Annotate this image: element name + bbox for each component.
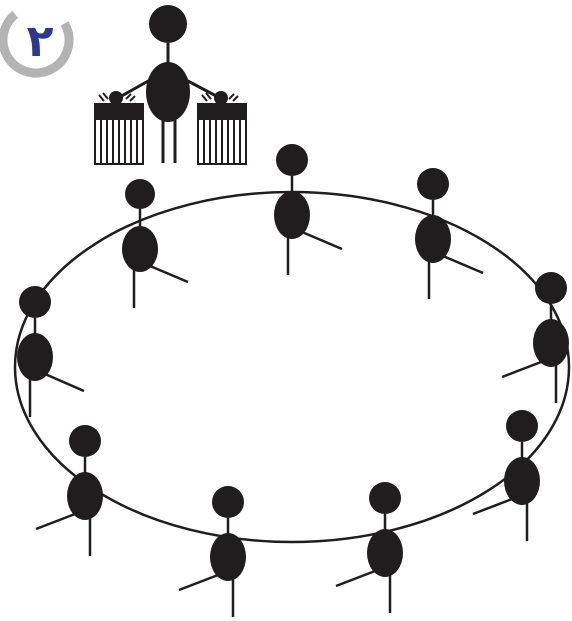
leader-hand xyxy=(214,91,228,105)
participant xyxy=(17,286,85,417)
leader-head xyxy=(149,5,187,43)
participant xyxy=(335,482,403,613)
participant xyxy=(35,425,103,556)
participant xyxy=(501,272,569,403)
participants xyxy=(17,144,569,617)
participant xyxy=(122,179,189,308)
participant xyxy=(178,486,246,617)
leader-body xyxy=(146,62,190,122)
participant xyxy=(472,410,540,541)
drum-left xyxy=(94,92,144,165)
leader-arm xyxy=(117,78,151,100)
leader-with-drums xyxy=(94,5,247,165)
beat-marks xyxy=(98,92,136,102)
page-number: ۲ xyxy=(27,16,54,67)
badge-ring xyxy=(0,2,74,78)
participant xyxy=(274,144,343,275)
leader-arm xyxy=(185,78,221,100)
leader-hand xyxy=(109,91,123,105)
drum-right xyxy=(197,92,247,165)
participant xyxy=(415,168,484,299)
beat-marks xyxy=(201,92,239,102)
page-number-badge: ۲ xyxy=(0,2,74,78)
